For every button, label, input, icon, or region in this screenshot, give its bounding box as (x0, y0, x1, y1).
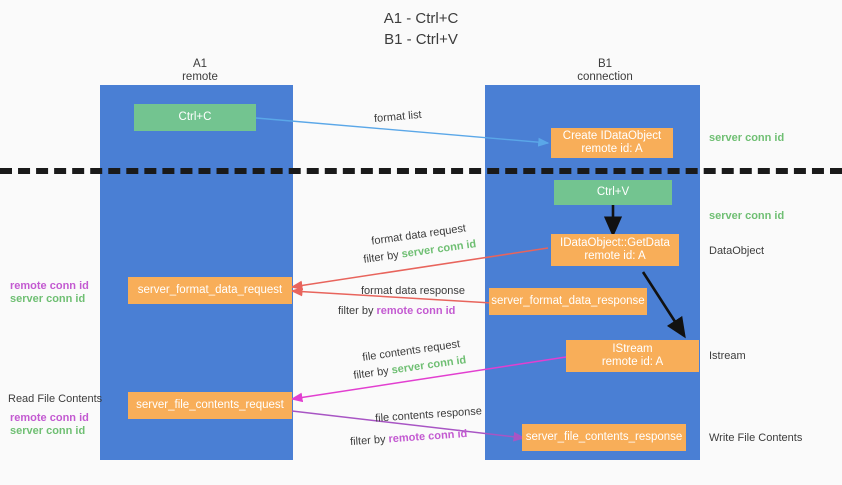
side-label-istream: Istream (709, 350, 746, 362)
title-line-2: B1 - Ctrl+V (384, 31, 458, 48)
box-getdata-line2: remote id: A (584, 250, 646, 262)
title-line-1: A1 - Ctrl+C (383, 10, 459, 27)
box-istream-line1: IStream (612, 343, 653, 355)
box-server-file-contents-request-label: server_file_contents_request (136, 399, 284, 411)
column-header-a1: A1 remote (140, 58, 260, 84)
left-label-server-conn-id-2: server conn id (10, 425, 86, 437)
filter-by-text-2: filter by (338, 305, 374, 317)
box-ctrl-v[interactable]: Ctrl+V (554, 180, 672, 205)
side-label-server-conn-id-top: server conn id (709, 132, 785, 144)
edge-label-format-data-response: format data response (361, 285, 465, 297)
column-header-b1: B1 connection (540, 58, 670, 84)
remote-conn-id-text-2: remote conn id (388, 427, 468, 446)
column-a1-name: A1 (192, 58, 208, 70)
box-server-format-data-response[interactable]: server_format_data_response (489, 288, 647, 315)
left-label-read-file-contents: Read File Contents (8, 393, 103, 405)
box-server-file-contents-request[interactable]: server_file_contents_request (128, 392, 292, 419)
section-divider (0, 168, 842, 174)
column-a1-sub: remote (182, 71, 218, 83)
box-server-format-data-response-label: server_format_data_response (491, 295, 645, 307)
box-server-file-contents-response[interactable]: server_file_contents_response (522, 424, 686, 451)
box-create-dataobject-line1: Create IDataObject (562, 130, 662, 142)
box-ctrl-v-label: Ctrl+V (596, 186, 630, 198)
filter-by-text-1: filter by (362, 249, 400, 266)
box-create-dataobject[interactable]: Create IDataObject remote id: A (551, 128, 673, 158)
box-getdata-line1: IDataObject::GetData (560, 237, 670, 249)
remote-conn-id-text-1: remote conn id (376, 305, 456, 317)
edge-label-format-list: format list (373, 108, 423, 126)
box-server-format-data-request[interactable]: server_format_data_request (128, 277, 292, 304)
box-getdata[interactable]: IDataObject::GetData remote id: A (551, 234, 679, 266)
filter-by-text-4: filter by (349, 433, 386, 449)
side-label-server-conn-id-mid: server conn id (709, 210, 785, 222)
left-label-remote-conn-id-2: remote conn id (10, 412, 89, 424)
left-label-server-conn-id-1: server conn id (10, 293, 86, 305)
side-label-write-file-contents: Write File Contents (709, 432, 803, 444)
box-create-dataobject-line2: remote id: A (581, 143, 643, 155)
left-label-remote-conn-id-1: remote conn id (10, 280, 89, 292)
box-server-format-data-request-label: server_format_data_request (137, 284, 283, 296)
column-b1-name: B1 (597, 58, 613, 70)
page-title: A1 - Ctrl+C B1 - Ctrl+V (0, 8, 842, 50)
edge-label-file-contents-response: file contents response (374, 405, 483, 425)
box-istream[interactable]: IStream remote id: A (566, 340, 699, 372)
edge-label-file-contents-response-filter: filter by remote conn id (350, 428, 468, 448)
box-ctrl-c[interactable]: Ctrl+C (134, 104, 256, 131)
box-ctrl-c-label: Ctrl+C (178, 111, 212, 123)
side-label-dataobject: DataObject (709, 245, 765, 257)
edge-label-format-data-response-filter: filter by remote conn id (338, 305, 455, 317)
filter-by-text-3: filter by (352, 365, 390, 382)
box-server-file-contents-response-label: server_file_contents_response (525, 431, 683, 443)
box-istream-line2: remote id: A (601, 356, 664, 368)
column-b1-sub: connection (577, 71, 633, 83)
